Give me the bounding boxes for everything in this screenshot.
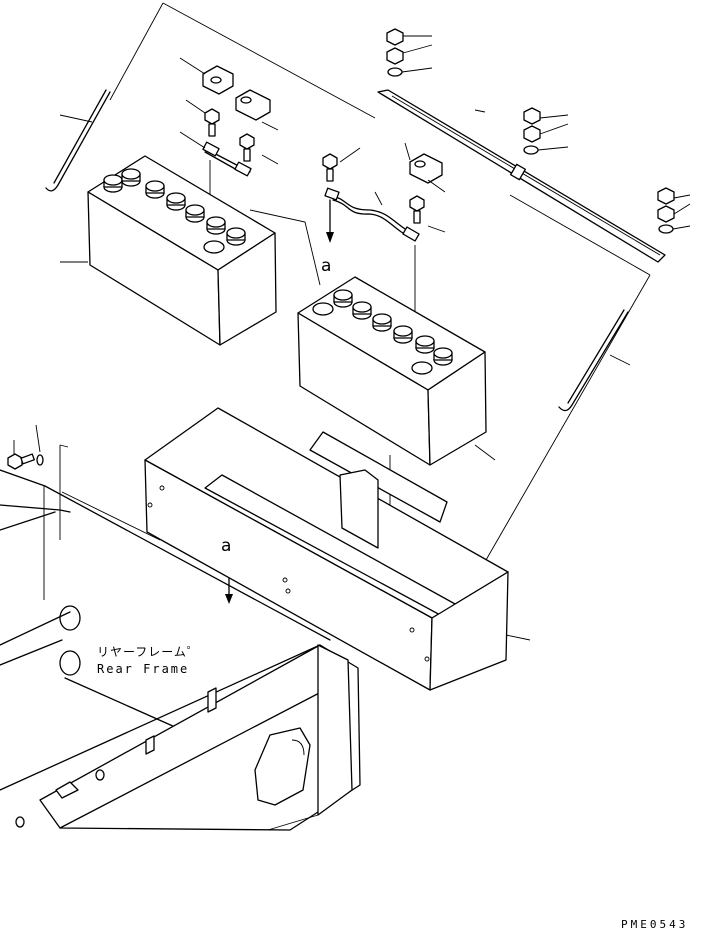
battery-cables xyxy=(202,141,420,242)
battery-right-caps xyxy=(312,289,453,375)
j-bolt-right xyxy=(558,309,629,412)
terminal-clamps xyxy=(202,65,443,184)
callout-label-lower: a xyxy=(221,536,231,556)
battery-right xyxy=(297,276,487,466)
callout-arrow-upper xyxy=(326,199,334,243)
nut-stack-top xyxy=(386,28,404,77)
j-bolt-left xyxy=(45,89,111,192)
drawing-code: PME0543 xyxy=(621,918,688,931)
callout-label-upper: a xyxy=(321,256,331,276)
hold-down-rod xyxy=(377,89,666,263)
battery-left xyxy=(87,155,277,346)
battery-left-caps xyxy=(103,168,246,254)
nut-stack-right xyxy=(657,187,675,234)
bolts xyxy=(7,108,425,470)
rear-frame xyxy=(0,444,361,831)
rear-frame-label-jp: リヤーフレーム゜ xyxy=(97,645,200,659)
battery-box xyxy=(144,407,509,691)
nut-stack-mid xyxy=(523,107,541,155)
part-leaders xyxy=(13,35,691,641)
rear-frame-label-en: Rear Frame xyxy=(97,662,189,676)
